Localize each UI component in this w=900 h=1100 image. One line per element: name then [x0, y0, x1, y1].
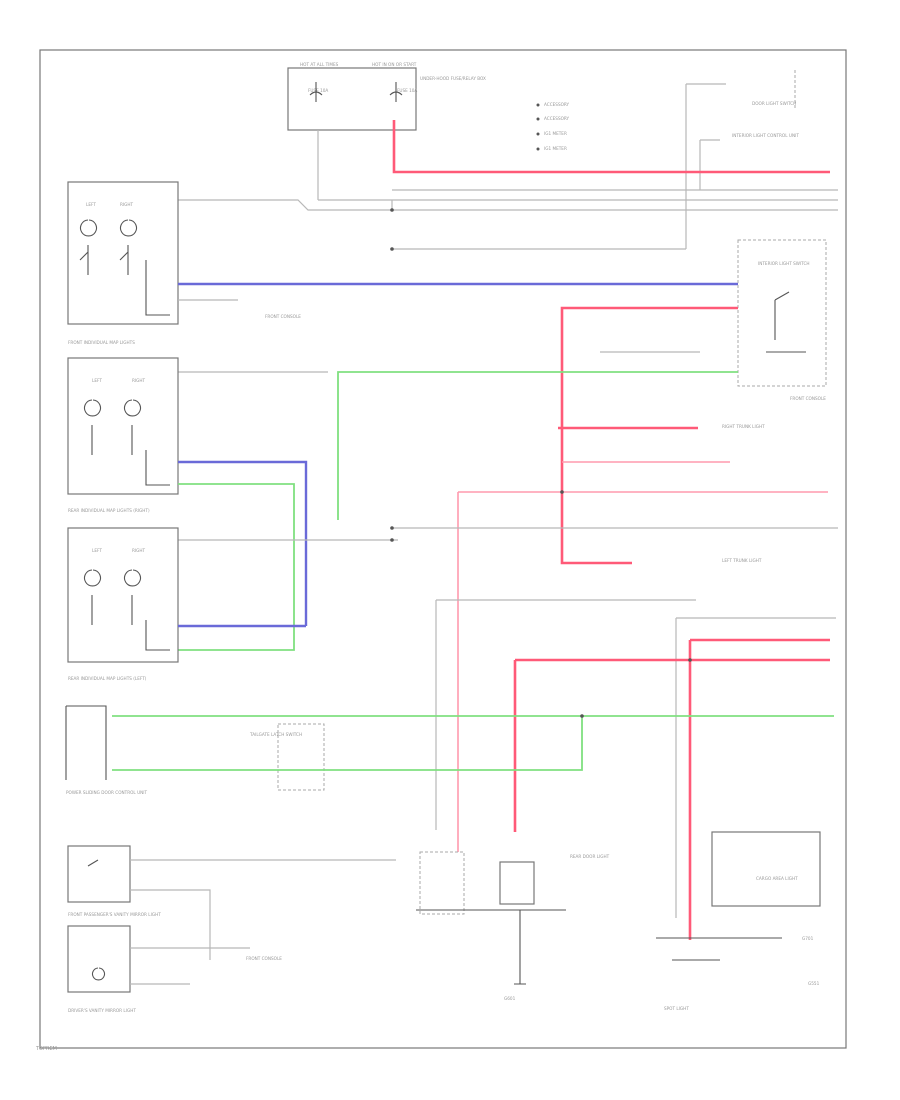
fuse-left-label: HOT AT ALL TIMES [300, 62, 339, 67]
junction-dot [390, 526, 394, 530]
front-console-right-label: FRONT CONSOLE [790, 396, 826, 401]
front-console-label: FRONT CONSOLE [265, 314, 301, 319]
g551-label: G551 [808, 981, 820, 986]
legend: ACCESSORY ACCESSORY IG1 METER IG1 METER [536, 102, 570, 151]
front-map-right: RIGHT [120, 202, 134, 207]
rear-right-caption: REAR INDIVIDUAL MAP LIGHTS (RIGHT) [68, 508, 150, 513]
fuse-box: HOT AT ALL TIMES HOT IN ON OR START FUSE… [287, 62, 486, 131]
power-sliding-door: POWER SLIDING DOOR CONTROL UNIT TAILGATE… [65, 705, 325, 795]
front-console-bottom: FRONT CONSOLE [246, 956, 282, 961]
g601-label: G601 [504, 996, 516, 1001]
front-map-left: LEFT [86, 202, 96, 207]
diagram-border [39, 49, 847, 1049]
rear-door-label: REAR DOOR LIGHT [570, 854, 610, 859]
bottom-center-switches: REAR DOOR LIGHT G601 [416, 851, 610, 1001]
rear-right-left: LEFT [92, 378, 102, 383]
legend-item-1: ACCESSORY [544, 102, 570, 107]
junction-dot [580, 714, 584, 718]
top-right-label-1: DOOR LIGHT SWITCH [752, 101, 796, 106]
junction-dot [390, 538, 394, 542]
rear-left-caption: REAR INDIVIDUAL MAP LIGHTS (LEFT) [68, 676, 147, 681]
fuse-left-fuse: FUSE 10A [308, 88, 328, 93]
vanity-lights: FRONT PASSENGER'S VANITY MIRROR LIGHT DR… [67, 845, 161, 1013]
front-map-lights: LEFT RIGHT FRONT INDIVIDUAL MAP LIGHTS [67, 181, 179, 345]
g701-label: G701 [802, 936, 814, 941]
fuse-side-label: UNDER-HOOD FUSE/RELAY BOX [420, 76, 486, 81]
junction-dot [688, 658, 692, 662]
fuse-right-label: HOT IN ON OR START [372, 62, 417, 67]
rear-right-map-lights: LEFT RIGHT REAR INDIVIDUAL MAP LIGHTS (R… [67, 357, 179, 513]
front-passenger-caption: FRONT PASSENGER'S VANITY MIRROR LIGHT [68, 912, 161, 917]
right-trunk-label: RIGHT TRUNK LIGHT [722, 424, 765, 429]
cargo-label: CARGO AREA LIGHT [756, 876, 798, 881]
spot-light-label: SPOT LIGHT [664, 1006, 689, 1011]
junction-dot [560, 490, 564, 494]
rear-left-left: LEFT [92, 548, 102, 553]
fuse-right-fuse: FUSE 10A [397, 88, 417, 93]
top-right-label-2: INTERIOR LIGHT CONTROL UNIT [732, 133, 799, 138]
tailgate-label: TAILGATE LATCH SWITCH [249, 732, 302, 737]
cargo-area: CARGO AREA LIGHT SPOT LIGHT G701 G551 [656, 831, 821, 1011]
front-map-caption: FRONT INDIVIDUAL MAP LIGHTS [68, 340, 135, 345]
rear-right-right: RIGHT [132, 378, 146, 383]
junction-dot [390, 208, 394, 212]
junction-dot [390, 247, 394, 251]
driver-caption: DRIVER'S VANITY MIRROR LIGHT [68, 1008, 136, 1013]
footer-code: TOPREM [36, 1046, 57, 1052]
rear-left-right: RIGHT [132, 548, 146, 553]
interior-switch-label: INTERIOR LIGHT SWITCH [758, 261, 810, 266]
legend-item-4: IG1 METER [544, 146, 567, 151]
legend-item-3: IG1 METER [544, 131, 567, 136]
left-trunk-label: LEFT TRUNK LIGHT [722, 558, 762, 563]
rear-left-map-lights: LEFT RIGHT REAR INDIVIDUAL MAP LIGHTS (L… [67, 527, 179, 681]
power-sliding-caption: POWER SLIDING DOOR CONTROL UNIT [66, 790, 148, 795]
interior-light-unit: INTERIOR LIGHT SWITCH FRONT CONSOLE [737, 239, 827, 401]
legend-item-2: ACCESSORY [544, 116, 570, 121]
